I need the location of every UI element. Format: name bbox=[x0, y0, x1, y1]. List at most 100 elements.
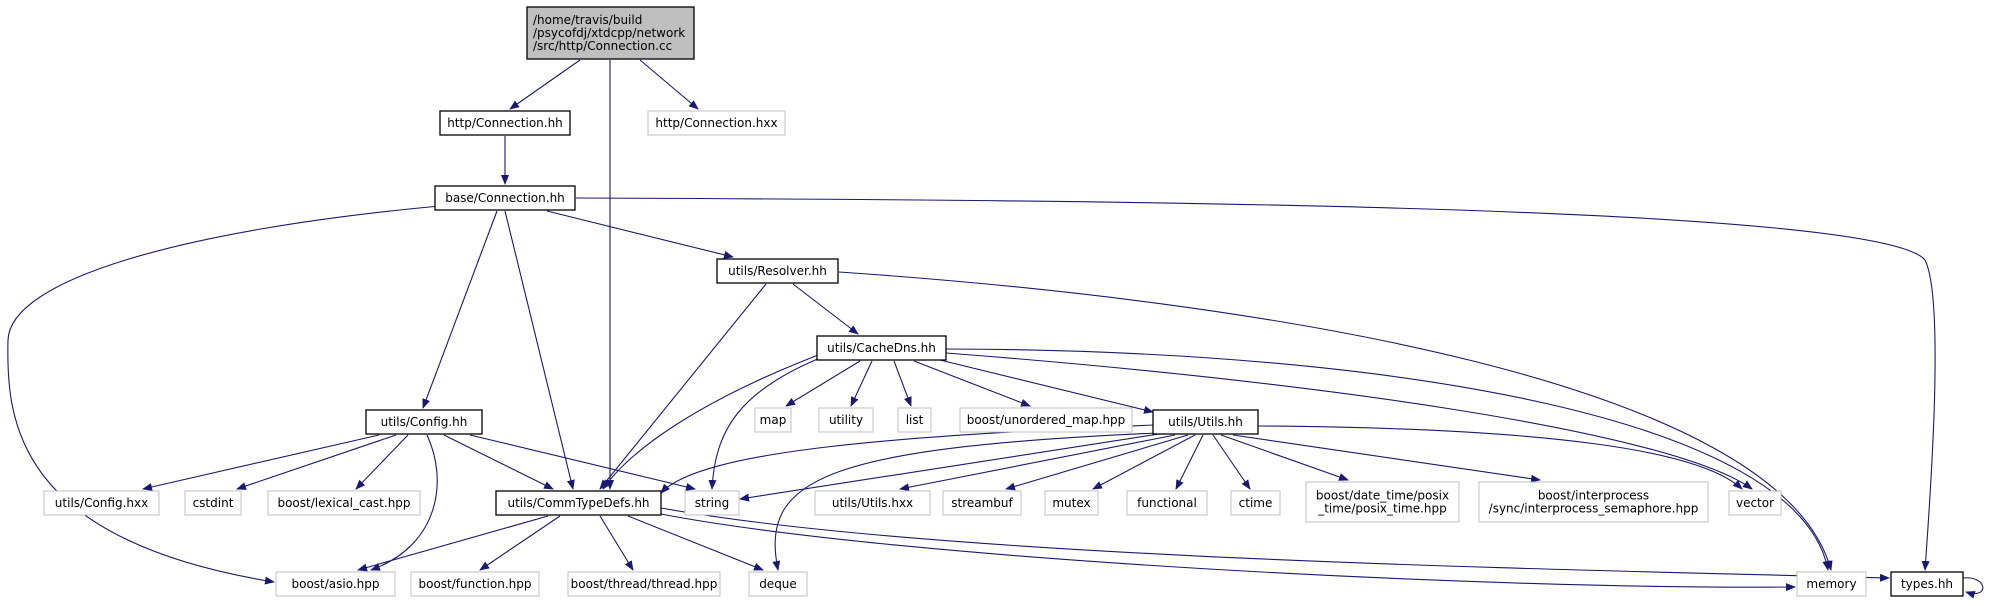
node-functional: functional bbox=[1126, 490, 1208, 516]
edge-utils-commtypedefs bbox=[660, 424, 1154, 494]
node-boost-posix-time: boost/date_time/posix_time/posix_time.hp… bbox=[1305, 481, 1460, 523]
node-cstdint: cstdint bbox=[184, 490, 242, 516]
node-box bbox=[816, 335, 947, 361]
node-box bbox=[942, 490, 1022, 516]
node-label: types.hh bbox=[1901, 577, 1953, 591]
node-box bbox=[647, 110, 786, 136]
node-label: utils/CommTypeDefs.hh bbox=[507, 496, 649, 510]
node-label: base/Connection.hh bbox=[445, 191, 565, 205]
node-label: streambuf bbox=[951, 496, 1013, 510]
edge-utils-functional bbox=[1175, 434, 1204, 490]
node-box bbox=[410, 571, 540, 597]
node-label: boost/function.hpp bbox=[419, 577, 532, 591]
node-label: boost/asio.hpp bbox=[291, 577, 379, 591]
node-label: _time/posix_time.hpp bbox=[1317, 502, 1447, 516]
node-types-hh[interactable]: types.hh bbox=[1890, 571, 1964, 597]
node-boost-unordered-map: boost/unordered_map.hpp bbox=[959, 407, 1133, 433]
node-boost-interprocess: boost/interprocess/sync/interprocess_sem… bbox=[1478, 481, 1709, 523]
edge-commtypedefs-deque bbox=[627, 515, 764, 571]
node-box bbox=[1796, 571, 1867, 597]
edge-root-http_connection_hh bbox=[509, 59, 581, 110]
node-box bbox=[567, 571, 721, 597]
edge-cachedns-map bbox=[785, 360, 861, 407]
node-boost-function: boost/function.hpp bbox=[410, 571, 540, 597]
node-label: mutex bbox=[1052, 496, 1090, 510]
edge-utils-ctime bbox=[1212, 434, 1251, 490]
node-box bbox=[818, 407, 874, 433]
node-label: http/Connection.hh bbox=[447, 116, 563, 130]
node-box bbox=[1478, 481, 1709, 523]
node-box bbox=[814, 490, 931, 516]
edge-cachedns-unordered bbox=[913, 360, 1031, 407]
edge-utils-mutex bbox=[1092, 434, 1196, 490]
node-box bbox=[439, 110, 571, 136]
dependency-edges bbox=[7, 59, 1984, 599]
node-label: string bbox=[695, 496, 729, 510]
edge-types-types bbox=[1961, 577, 1984, 599]
edge-baseconn-config bbox=[422, 210, 498, 409]
edge-cachedns-list bbox=[893, 360, 912, 407]
node-boost-asio: boost/asio.hpp bbox=[275, 571, 396, 597]
node-label: boost/interprocess bbox=[1538, 489, 1649, 503]
node-label: utils/Utils.hh bbox=[1168, 415, 1243, 429]
node-box bbox=[43, 490, 160, 516]
node-utility: utility bbox=[818, 407, 874, 433]
node-root[interactable]: /home/travis/build/psycofdj/xtdcpp/netwo… bbox=[526, 6, 695, 60]
node-box bbox=[365, 409, 483, 435]
node-mutex: mutex bbox=[1044, 490, 1099, 516]
node-base-connection-hh[interactable]: base/Connection.hh bbox=[434, 185, 576, 211]
node-list: list bbox=[897, 407, 932, 433]
node-utils-resolver-hh[interactable]: utils/Resolver.hh bbox=[716, 258, 839, 284]
node-label: /src/http/Connection.cc bbox=[533, 39, 672, 53]
node-label: utils/Resolver.hh bbox=[728, 264, 827, 278]
node-label: boost/lexical_cast.hpp bbox=[277, 496, 410, 510]
node-box bbox=[1305, 481, 1460, 523]
node-string: string bbox=[684, 490, 740, 516]
node-label: vector bbox=[1736, 496, 1774, 510]
node-box bbox=[1044, 490, 1099, 516]
node-label: utils/CacheDns.hh bbox=[827, 341, 936, 355]
node-label: utils/Utils.hxx bbox=[832, 496, 913, 510]
node-utils-utils-hh[interactable]: utils/Utils.hh bbox=[1152, 409, 1259, 435]
node-label: map bbox=[760, 413, 787, 427]
edge-config-lexical bbox=[355, 434, 409, 490]
node-box bbox=[1230, 490, 1281, 516]
node-box bbox=[526, 6, 695, 60]
node-boost-lexical-cast: boost/lexical_cast.hpp bbox=[267, 490, 421, 516]
file-nodes: /home/travis/build/psycofdj/xtdcpp/netwo… bbox=[43, 6, 1964, 597]
edge-utils-utilshxx bbox=[899, 434, 1176, 492]
edge-commtypedefs-types bbox=[660, 507, 1890, 582]
node-label: utility bbox=[829, 413, 863, 427]
node-box bbox=[184, 490, 242, 516]
node-ctime: ctime bbox=[1230, 490, 1281, 516]
edge-cachedns-utils bbox=[939, 359, 1154, 414]
node-label: cstdint bbox=[193, 496, 234, 510]
edge-baseconn-asio bbox=[7, 205, 441, 585]
node-label: boost/date_time/posix bbox=[1316, 489, 1449, 503]
node-box bbox=[1152, 409, 1259, 435]
node-box bbox=[716, 258, 839, 284]
node-box bbox=[1728, 490, 1782, 516]
edge-baseconn-commtypedefs bbox=[504, 210, 575, 490]
edge-baseconn-resolver bbox=[546, 210, 734, 259]
edge-utils-streambuf bbox=[1005, 434, 1189, 491]
node-label: http/Connection.hxx bbox=[655, 116, 777, 130]
node-box bbox=[275, 571, 396, 597]
edge-resolver-commtypedefs bbox=[599, 283, 767, 490]
edge-utils-posix bbox=[1220, 434, 1349, 481]
node-deque: deque bbox=[748, 571, 808, 597]
node-box bbox=[1126, 490, 1208, 516]
node-label: boost/unordered_map.hpp bbox=[967, 413, 1126, 427]
node-utils-cachedns-hh[interactable]: utils/CacheDns.hh bbox=[816, 335, 947, 361]
node-label: utils/Config.hxx bbox=[55, 496, 148, 510]
edge-commtypedefs-asio bbox=[357, 515, 549, 572]
edge-commtypedefs-thread bbox=[599, 515, 634, 571]
node-label: list bbox=[906, 413, 924, 427]
node-label: functional bbox=[1137, 496, 1197, 510]
node-utils-commtypedefs-hh[interactable]: utils/CommTypeDefs.hh bbox=[495, 490, 662, 516]
node-http-connection-hh[interactable]: http/Connection.hh bbox=[439, 110, 571, 136]
node-utils-config-hh[interactable]: utils/Config.hh bbox=[365, 409, 483, 435]
edge-commtypedefs-function bbox=[479, 515, 561, 571]
node-map: map bbox=[754, 407, 792, 433]
